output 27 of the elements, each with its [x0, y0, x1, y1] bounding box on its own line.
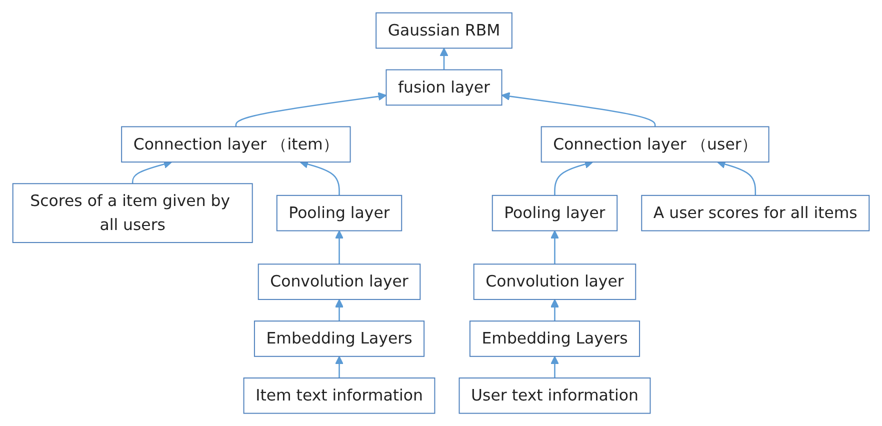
arrow [501, 92, 656, 127]
arrow [440, 48, 448, 70]
node-box: User text information [458, 377, 651, 414]
node-box: A user scores for all items [641, 194, 870, 232]
arrow [300, 160, 340, 196]
node-box: Gaussian RBM [376, 12, 512, 49]
node-box: Scores of a item given by all users [12, 183, 253, 243]
node-box: Connection layer （item） [121, 126, 351, 162]
arrow [132, 160, 172, 184]
arrow [550, 356, 560, 378]
node-box: Pooling layer [492, 194, 618, 232]
arrow [334, 298, 344, 321]
node-box: Convolution layer [473, 264, 636, 300]
node-box: Pooling layer [276, 194, 402, 232]
arrow [550, 230, 560, 264]
node-box: Embedding Layers [254, 320, 425, 357]
arrow [554, 160, 594, 196]
node-box: fusion layer [386, 69, 502, 106]
arrow [716, 160, 756, 196]
node-box: Connection layer （user） [540, 126, 770, 162]
node-box: Item text information [243, 377, 436, 414]
arrow [235, 92, 387, 127]
arrow [334, 356, 344, 378]
node-box: Embedding Layers [469, 320, 640, 357]
arrow [334, 230, 344, 264]
node-box: Convolution layer [258, 264, 421, 300]
arrow [550, 298, 560, 321]
